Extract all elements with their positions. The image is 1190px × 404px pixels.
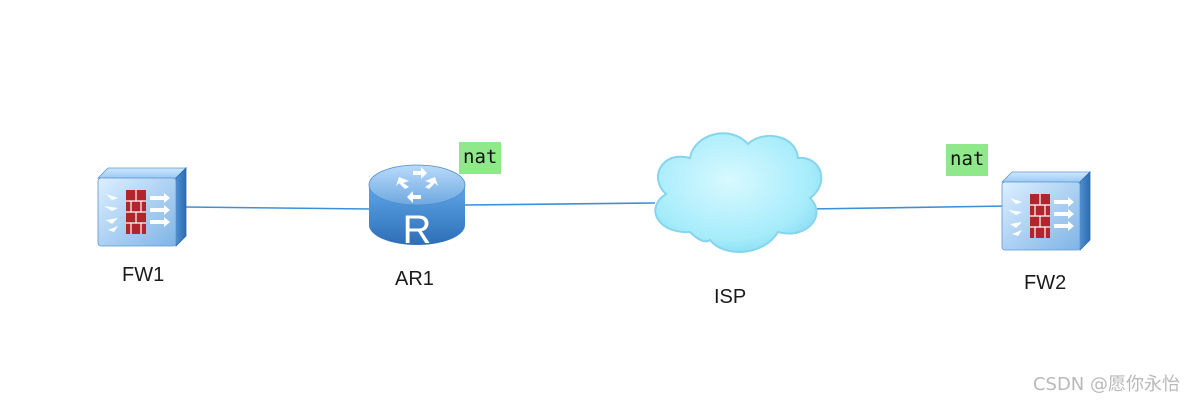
- node-label-fw2: FW2: [1024, 272, 1067, 294]
- nat-tag-fw2: nat: [946, 144, 989, 176]
- link-fw1-ar1[interactable]: [184, 206, 373, 210]
- watermark: CSDN @愿你永怡: [1032, 374, 1180, 395]
- firewall-icon[interactable]: [97, 167, 187, 247]
- node-label-fw1: FW1: [122, 264, 165, 286]
- firewall-icon[interactable]: [1001, 171, 1091, 251]
- cloud-icon[interactable]: [654, 132, 823, 253]
- link-ar1-isp[interactable]: [464, 202, 656, 206]
- nat-tag-ar1: nat: [459, 142, 502, 174]
- router-letter: R: [403, 208, 432, 252]
- link-isp-fw2[interactable]: [807, 205, 1009, 210]
- node-label-isp: ISP: [714, 286, 747, 308]
- router-icon[interactable]: R: [368, 164, 466, 252]
- node-label-ar1: AR1: [395, 268, 434, 290]
